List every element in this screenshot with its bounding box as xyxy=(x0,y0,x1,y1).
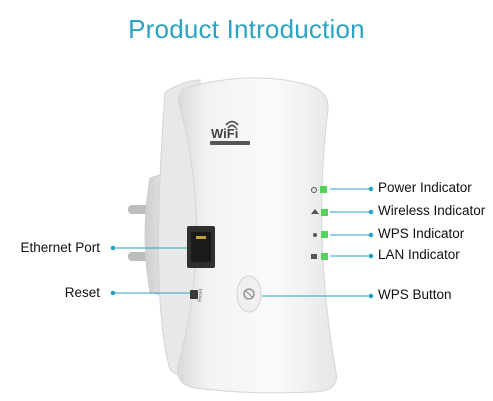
ethernet-port xyxy=(187,226,215,268)
callout-wireless-indicator: Wireless Indicator xyxy=(378,203,486,218)
wifi-logo: WiFi xyxy=(210,120,250,145)
wireless-led xyxy=(311,209,328,216)
callout-reset: Reset xyxy=(64,285,100,300)
callout-wps-button: WPS Button xyxy=(378,287,452,302)
device-body xyxy=(177,77,337,394)
device-side xyxy=(158,79,201,383)
callout-power-indicator: Power Indicator xyxy=(378,180,472,195)
power-led xyxy=(311,186,327,193)
callout-wps-indicator: WPS Indicator xyxy=(378,226,465,241)
left-leader-lines xyxy=(110,245,190,296)
wps-led xyxy=(313,231,328,238)
callout-lan-indicator: LAN Indicator xyxy=(378,247,460,262)
svg-text:Reset: Reset xyxy=(197,288,204,302)
lan-led xyxy=(311,253,328,260)
wps-button xyxy=(236,275,262,313)
reset-hole xyxy=(190,290,198,299)
right-leader-lines xyxy=(262,186,374,299)
page-title: Product Introduction xyxy=(128,14,365,44)
callout-ethernet-port: Ethernet Port xyxy=(20,240,100,255)
svg-text:WiFi: WiFi xyxy=(211,126,238,141)
plug-prongs xyxy=(128,205,150,261)
